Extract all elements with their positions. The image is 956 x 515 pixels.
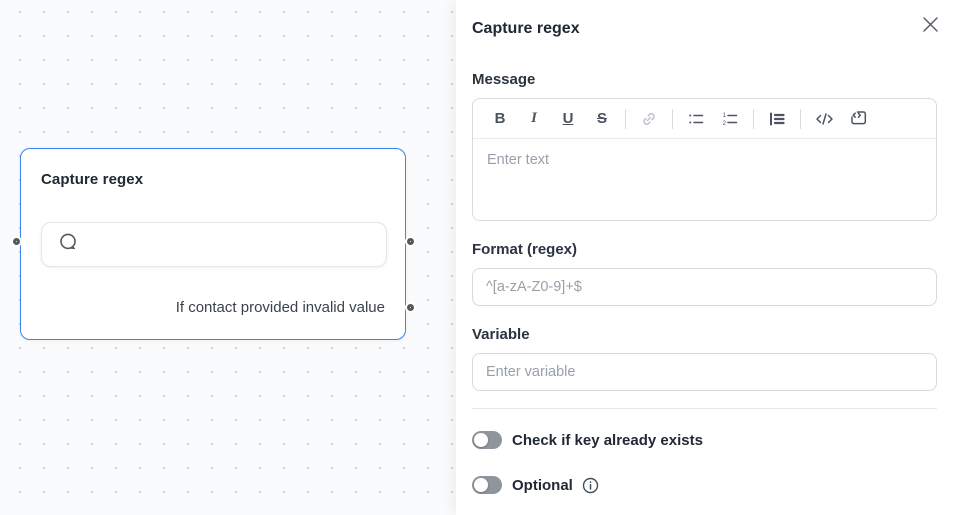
info-icon[interactable]: [582, 477, 599, 494]
underline-button[interactable]: U: [553, 105, 583, 133]
panel-header: Capture regex: [472, 17, 938, 38]
link-icon[interactable]: [634, 105, 664, 133]
optional-toggle-label: Optional: [512, 476, 573, 494]
message-section: Message B I U S: [472, 71, 937, 221]
panel-title: Capture regex: [472, 20, 580, 37]
code-block-icon[interactable]: [843, 105, 873, 133]
node-capture-regex[interactable]: Capture regex If contact provided invali…: [12, 148, 414, 340]
variable-section: Variable: [472, 326, 937, 391]
message-label: Message: [472, 71, 536, 88]
bold-button[interactable]: B: [485, 105, 515, 133]
message-textarea[interactable]: [473, 139, 936, 220]
toolbar-divider: [753, 108, 754, 129]
svg-text:2: 2: [723, 121, 727, 127]
chat-bubble-icon: [57, 231, 79, 258]
flow-canvas[interactable]: Capture regex If contact provided invali…: [0, 0, 456, 515]
variable-input[interactable]: [472, 353, 937, 391]
code-icon[interactable]: [809, 105, 839, 133]
optional-toggle-row: Optional: [472, 472, 937, 498]
node-title: Capture regex: [41, 171, 144, 188]
settings-panel: Capture regex Message B I U: [456, 0, 956, 515]
check-key-toggle[interactable]: [472, 431, 502, 449]
optional-toggle[interactable]: [472, 476, 502, 494]
italic-button[interactable]: I: [519, 105, 549, 133]
check-key-toggle-row: Check if key already exists: [472, 427, 937, 453]
output-port-invalid[interactable]: [406, 304, 414, 311]
message-toolbar: B I U S: [473, 99, 936, 139]
input-port[interactable]: [12, 238, 20, 245]
output-port-success[interactable]: [406, 238, 414, 245]
toolbar-divider: [625, 108, 626, 129]
section-divider: [472, 408, 937, 409]
format-section: Format (regex): [472, 241, 937, 306]
toolbar-divider: [672, 108, 673, 129]
strikethrough-button[interactable]: S: [587, 105, 617, 133]
close-icon[interactable]: [920, 14, 941, 38]
svg-text:1: 1: [723, 113, 727, 119]
check-key-toggle-label: Check if key already exists: [512, 431, 703, 449]
format-label: Format (regex): [472, 241, 578, 258]
bullet-list-icon[interactable]: [681, 105, 711, 133]
ordered-list-icon[interactable]: 1 2: [715, 105, 745, 133]
node-message-preview[interactable]: [41, 222, 387, 267]
format-regex-input[interactable]: [472, 268, 937, 306]
toolbar-divider: [800, 108, 801, 129]
message-editor: B I U S: [472, 98, 937, 221]
node-invalid-branch-label: If contact provided invalid value: [175, 299, 385, 316]
variable-label: Variable: [472, 326, 530, 343]
blockquote-icon[interactable]: [762, 105, 792, 133]
